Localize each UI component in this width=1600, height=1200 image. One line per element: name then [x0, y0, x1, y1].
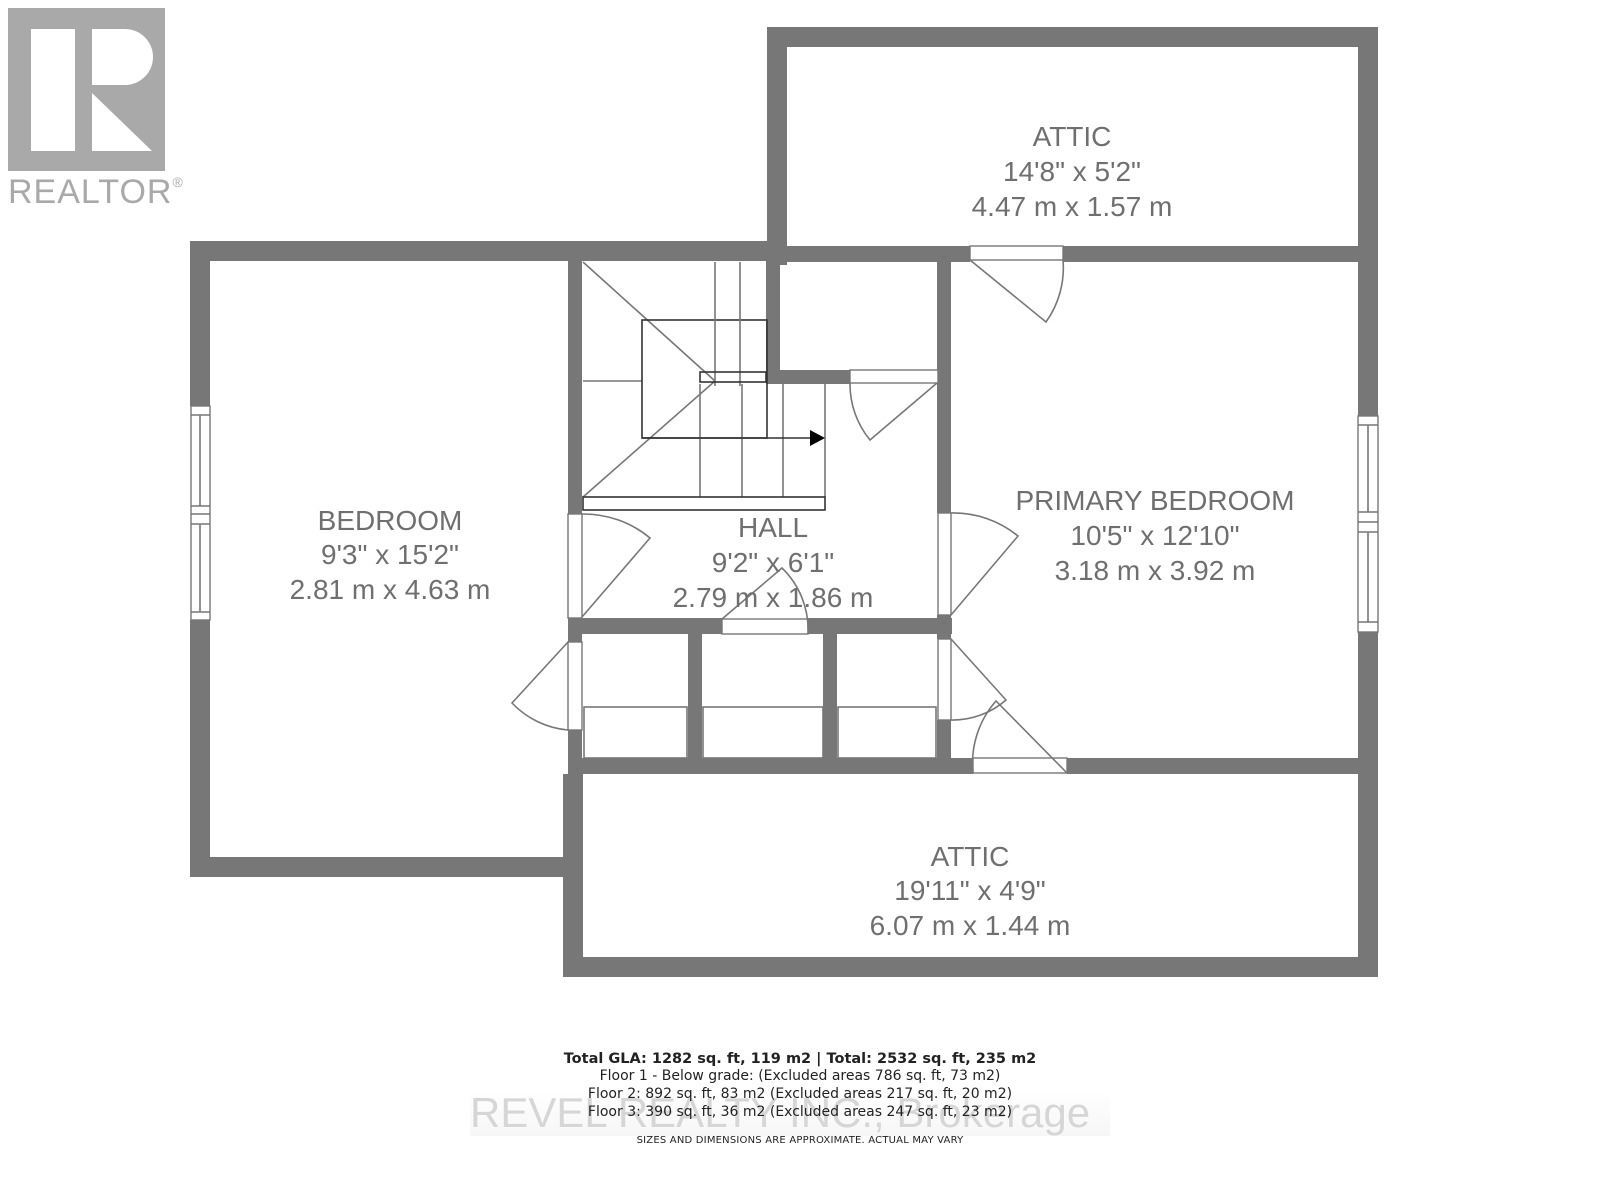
top-attic-walls — [767, 27, 1378, 265]
realtor-logo-text: REALTOR® — [8, 173, 184, 211]
svg-text:ATTIC: ATTIC — [1033, 121, 1112, 152]
room-label-top-attic: ATTIC 14'8" x 5'2" 4.47 m x 1.57 m — [972, 121, 1173, 222]
room-label-hall: HALL 9'2" x 6'1" 2.79 m x 1.86 m — [673, 512, 874, 613]
svg-text:6.07 m x 1.44 m: 6.07 m x 1.44 m — [870, 910, 1071, 941]
svg-text:9'2" x 6'1": 9'2" x 6'1" — [712, 547, 834, 578]
disclaimer: SIZES AND DIMENSIONS ARE APPROXIMATE. AC… — [636, 1135, 964, 1146]
doors — [510, 245, 1068, 774]
svg-text:14'8" x 5'2": 14'8" x 5'2" — [1003, 156, 1141, 187]
bottom-attic-walls — [563, 774, 1378, 977]
svg-text:2.79 m x 1.86 m: 2.79 m x 1.86 m — [673, 582, 874, 613]
hall-walls — [568, 258, 952, 877]
svg-text:PRIMARY BEDROOM: PRIMARY BEDROOM — [1015, 485, 1294, 516]
primary-bedroom-walls — [1357, 246, 1379, 774]
svg-text:4.47 m x 1.57 m: 4.47 m x 1.57 m — [972, 191, 1173, 222]
svg-text:9'3" x 15'2": 9'3" x 15'2" — [321, 539, 459, 570]
realtor-r-logo-icon — [8, 8, 165, 171]
svg-text:2.81 m x 4.63 m: 2.81 m x 4.63 m — [290, 574, 491, 605]
room-label-bedroom: BEDROOM 9'3" x 15'2" 2.81 m x 4.63 m — [290, 505, 491, 605]
brokerage-watermark: REVEL REALTY INC., Brokerage — [470, 1090, 1110, 1136]
floor-3-area: Floor 3: 390 sq. ft, 36 m2 (Excluded are… — [587, 1104, 1013, 1120]
room-label-bottom-attic: ATTIC 19'11" x 4'9" 6.07 m x 1.44 m — [870, 841, 1071, 941]
svg-text:ATTIC: ATTIC — [931, 841, 1010, 872]
bedroom-window — [190, 405, 211, 621]
svg-text:HALL: HALL — [738, 512, 808, 543]
svg-text:10'5" x 12'10": 10'5" x 12'10" — [1070, 520, 1239, 551]
total-area-summary: Total GLA: 1282 sq. ft, 119 m2 | Total: … — [563, 1051, 1037, 1067]
floor-2-area: Floor 2: 892 sq. ft, 83 m2 (Excluded are… — [587, 1086, 1013, 1102]
svg-text:BEDROOM: BEDROOM — [318, 505, 463, 536]
staircase — [582, 261, 826, 511]
room-label-primary-bedroom: PRIMARY BEDROOM 10'5" x 12'10" 3.18 m x … — [1015, 485, 1294, 586]
svg-text:19'11" x 4'9": 19'11" x 4'9" — [894, 875, 1045, 906]
svg-text:3.18 m x 3.92 m: 3.18 m x 3.92 m — [1055, 555, 1256, 586]
floor-1-area: Floor 1 - Below grade: (Excluded areas 7… — [599, 1068, 1001, 1084]
closet-walls — [568, 634, 1378, 774]
